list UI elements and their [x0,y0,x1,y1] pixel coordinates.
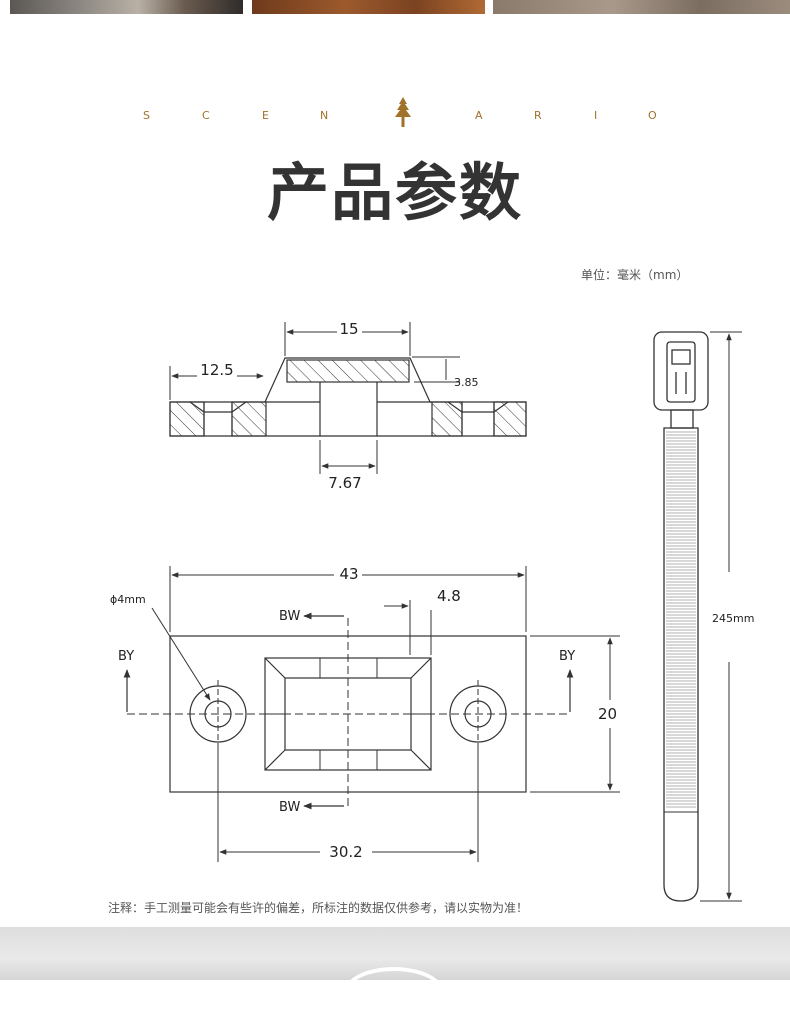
scenario-letter: A [475,109,483,122]
bw-label-top: BW [279,609,300,624]
tree-icon [395,97,411,127]
scenario-letter: R [534,109,542,122]
dim-spacing-label: 30.2 [329,843,362,861]
unit-label: 单位：毫米（mm） [581,268,689,282]
product-photo-3 [493,0,790,14]
dim-bottom-label: 7.67 [328,474,361,492]
bottom-product-photo [0,927,790,1015]
scenario-heading: S C E N A R I O [0,109,790,129]
scenario-letter: O [648,109,657,122]
bw-label-bottom: BW [279,800,300,815]
scenario-letter: C [202,109,210,122]
dim-offset-label: 4.8 [437,587,461,605]
dim-width-label: 43 [339,565,358,583]
cable-tie-length-label: 245mm [712,612,754,625]
technical-drawing: 15 12.5 3.85 7.67 [110,320,754,902]
footer-note: 注释：手工测量可能会有些许的偏差，所标注的数据仅供参考，请以实物为准！ [108,901,529,915]
cable-tie-ring [345,967,443,1015]
dim-top-label: 15 [339,320,358,338]
scenario-letter: I [594,109,598,122]
product-photo-2 [252,0,485,14]
product-photo-1 [10,0,243,14]
section-view [169,322,527,474]
dim-plan-height-label: 20 [598,705,617,723]
scenario-letter: E [262,109,269,122]
cable-tie-dimension [700,331,742,902]
dim-hole-label: ϕ4mm [110,593,146,606]
scenario-letter: N [320,109,329,122]
cable-tie-ribs [666,431,696,808]
scenario-letter: S [143,109,150,122]
page-title: 产品参数 [266,156,523,229]
dim-height-label: 3.85 [454,376,479,389]
cable-tie-drawing [653,331,709,902]
plan-view [123,566,620,862]
by-label-right: BY [559,649,575,664]
by-label-left: BY [118,649,134,664]
dim-left-label: 12.5 [200,361,233,379]
